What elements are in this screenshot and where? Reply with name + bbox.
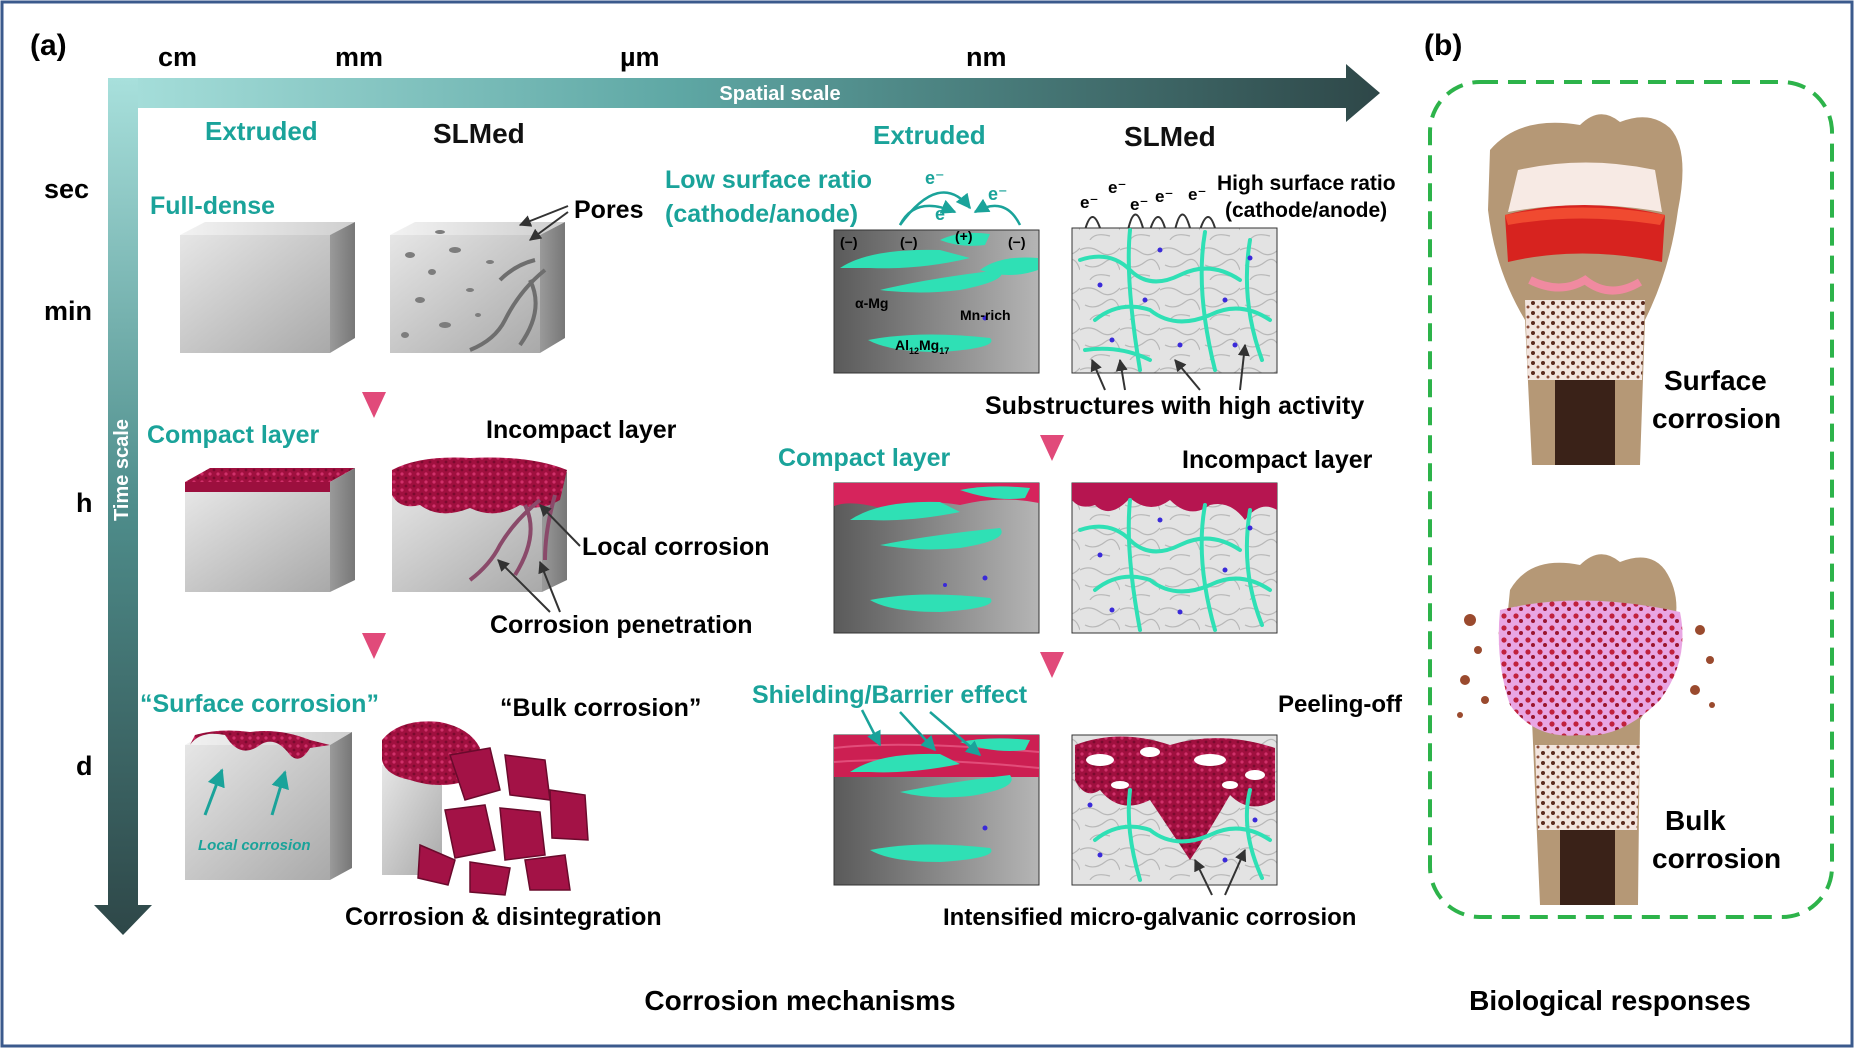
micro-galvanic-label: Intensified micro-galvanic corrosion [943, 904, 1356, 931]
corrosion-disintegration-label: Corrosion & disintegration [345, 903, 662, 931]
macro-down-arrow-1 [362, 392, 386, 418]
bulk-corrosion-fragments [382, 721, 589, 896]
incompact-layer-label: Incompact layer [486, 416, 677, 444]
substructure-pointer-3 [1174, 359, 1201, 391]
low-ratio-line2: (cathode/anode) [665, 200, 858, 228]
full-dense-cube [180, 222, 355, 353]
local-corrosion-pointer [539, 504, 581, 547]
slmed-micro-panel-3 [1071, 734, 1278, 886]
electron-label-2: e⁻ [935, 204, 955, 224]
time-axis-label: Time scale [111, 419, 133, 521]
tick-mm: mm [335, 42, 383, 72]
slmed-micro-panel-2 [1071, 482, 1278, 634]
tick-nm: nm [966, 42, 1007, 72]
minus-1: (−) [840, 234, 858, 250]
electron-slm-3: e⁻ [1130, 195, 1148, 214]
full-dense-label: Full-dense [150, 192, 275, 220]
local-corrosion-small-pointer-2 [270, 770, 289, 816]
mn-rich-label: Mn-rich [960, 307, 1011, 323]
micro-incompact-layer-label: Incompact layer [1182, 446, 1373, 474]
tick-d: d [76, 751, 93, 781]
electron-label-1: e⁻ [925, 168, 945, 188]
substructure-pointer-1 [1090, 358, 1106, 391]
spatial-axis-label: Spatial scale [719, 83, 840, 105]
galvanic-pointer-2 [1224, 848, 1247, 896]
bone-surface-corrosion [1488, 114, 1683, 465]
minus-2: (−) [900, 234, 918, 250]
porous-cube [390, 222, 565, 353]
macro-extruded-header: Extruded [205, 116, 318, 146]
pores-pointer-1 [518, 205, 569, 227]
micro-extruded-header: Extruded [873, 120, 986, 150]
plus-1: (+) [955, 228, 973, 244]
spatial-axis-arrow [108, 64, 1380, 122]
bulk-corrosion-quote-label: “Bulk corrosion” [500, 694, 701, 722]
local-corrosion-small-label: Local corrosion [198, 837, 311, 854]
micro-compact-layer-label: Compact layer [778, 444, 951, 472]
macro-slmed-header: SLMed [433, 118, 525, 149]
extruded-micro-panel-1 [833, 229, 1040, 374]
compact-layer-cube [185, 468, 355, 592]
biological-responses-caption: Biological responses [1469, 985, 1751, 1016]
panel-label-a: (a) [30, 29, 67, 62]
bulk-corrosion-line2: corrosion [1652, 843, 1781, 874]
alpha-mg-label: α-Mg [855, 295, 888, 311]
bone-bulk-corrosion [1457, 554, 1715, 905]
electron-slm-1: e⁻ [1080, 193, 1098, 212]
surface-corrosion-quote-label: “Surface corrosion” [140, 690, 379, 718]
surface-corrosion-line2: corrosion [1652, 403, 1781, 434]
shielding-pointer-2 [899, 711, 937, 752]
electron-flow-slmed [1084, 213, 1216, 231]
tick-h: h [76, 488, 93, 518]
extruded-micro-panel-2 [833, 482, 1040, 634]
shielding-pointer-1 [860, 709, 882, 747]
surface-corrosion-line1: Surface [1664, 365, 1767, 396]
surface-corrosion-cube [185, 730, 352, 880]
tick-sec: sec [44, 174, 89, 204]
electron-slm-5: e⁻ [1188, 185, 1206, 204]
substructure-pointer-4 [1237, 343, 1250, 391]
pores-pointer-2 [529, 211, 569, 241]
corrosion-mechanisms-caption: Corrosion mechanisms [644, 985, 955, 1016]
substructure-pointer-2 [1115, 358, 1128, 391]
micro-down-arrow-1 [1040, 435, 1064, 461]
macro-down-arrow-2 [362, 633, 386, 659]
penetration-pointer-2 [538, 560, 561, 613]
panel-label-b: (b) [1424, 29, 1462, 62]
tick-cm: cm [158, 42, 197, 72]
micro-down-arrow-2 [1040, 652, 1064, 678]
low-ratio-line1: Low surface ratio [665, 166, 872, 194]
incompact-layer-cube [392, 457, 567, 592]
substructures-label: Substructures with high activity [985, 392, 1364, 420]
electron-label-3: e⁻ [988, 184, 1008, 204]
minus-3: (−) [1008, 234, 1026, 250]
tick-min: min [44, 296, 92, 326]
electron-slm-4: e⁻ [1155, 187, 1173, 206]
macro-compact-layer-label: Compact layer [147, 421, 320, 449]
shielding-pointer-3 [929, 711, 982, 756]
peeling-off-label: Peeling-off [1278, 691, 1403, 718]
shielding-label: Shielding/Barrier effect [752, 681, 1028, 709]
high-ratio-line2: (cathode/anode) [1225, 199, 1387, 222]
bio-dashed-frame [1428, 80, 1834, 919]
corrosion-penetration-label: Corrosion penetration [490, 611, 753, 639]
tick-um: µm [620, 42, 660, 72]
extruded-micro-panel-3 [833, 734, 1040, 886]
slmed-micro-panel-1 [1071, 227, 1278, 374]
local-corrosion-label: Local corrosion [582, 533, 770, 561]
penetration-pointer-1 [497, 559, 551, 613]
micro-slmed-header: SLMed [1124, 121, 1216, 152]
local-corrosion-small-pointer-1 [203, 768, 225, 816]
electron-slm-2: e⁻ [1108, 178, 1126, 197]
time-axis-arrow [94, 78, 152, 935]
bulk-corrosion-line1: Bulk [1665, 805, 1726, 836]
al12mg17-label: Al12Mg17 [895, 337, 949, 356]
pores-label: Pores [574, 196, 643, 224]
electron-flow-extruded [898, 191, 1022, 226]
high-ratio-line1: High surface ratio [1217, 172, 1396, 195]
galvanic-pointer-1 [1194, 858, 1213, 896]
